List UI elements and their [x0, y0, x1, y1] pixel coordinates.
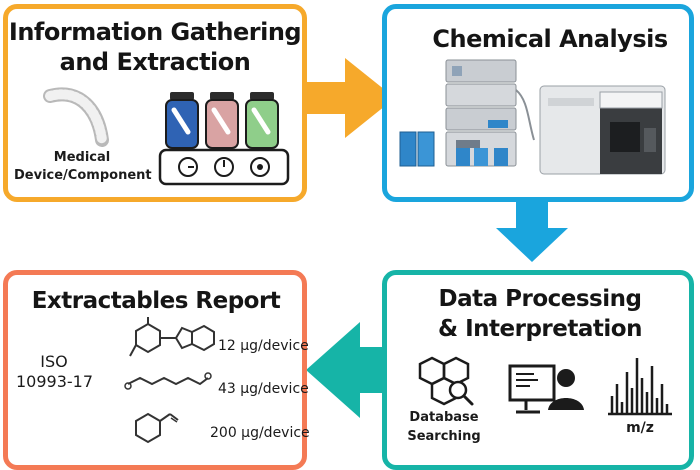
database-label-line2: Searching — [407, 429, 481, 444]
panel-extractables-report — [3, 270, 307, 470]
amount-label-3: 200 μg/device — [210, 425, 310, 441]
amount-label-2: 43 μg/device — [218, 381, 309, 397]
database-label-line1: Database — [409, 410, 479, 425]
chemical-structure-icon — [124, 317, 215, 444]
processing-title-line1: Data Processing — [438, 286, 642, 312]
gathering-title-line1: Information Gathering — [8, 18, 302, 46]
iso-label-line1: ISO — [40, 352, 68, 371]
analysis-title: Chemical Analysis — [432, 25, 668, 53]
arrow-left — [306, 322, 400, 418]
lc-instrument-icon — [399, 59, 535, 167]
arrow-down — [496, 198, 568, 262]
gathering-title-line2: and Extraction — [59, 48, 251, 76]
amount-label-1: 12 μg/device — [218, 338, 309, 354]
database-search-icon — [418, 356, 474, 406]
iso-label-line2: 10993-17 — [16, 372, 94, 391]
processing-title-line2: & Interpretation — [438, 316, 642, 342]
report-title: Extractables Report — [31, 288, 281, 314]
device-label-line1: Medical — [53, 150, 111, 165]
mass-spectrum-icon — [608, 358, 672, 416]
mz-label: m/z — [626, 420, 654, 436]
extraction-jars-icon — [158, 92, 290, 186]
analyst-computer-icon — [508, 364, 584, 414]
device-label-line2: Device/Component — [14, 168, 152, 183]
mass-spectrometer-icon — [539, 85, 666, 175]
medical-tube-icon — [43, 87, 109, 147]
